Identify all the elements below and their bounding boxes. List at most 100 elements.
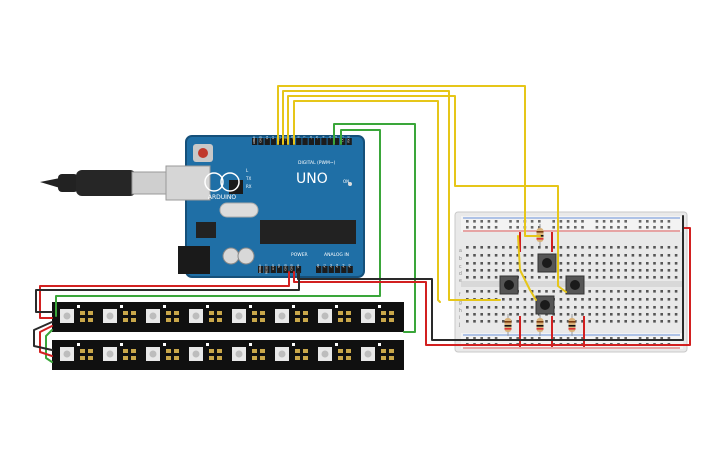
pin-socket[interactable] (315, 138, 321, 145)
pin-label: GND (290, 263, 294, 271)
pin-label: A5 (348, 264, 352, 268)
push-button-2[interactable] (499, 275, 519, 295)
resistor-2[interactable] (504, 314, 512, 336)
pin-label: 12 (271, 136, 275, 140)
pin-label: A1 (322, 264, 326, 268)
pin-label: GND (283, 263, 287, 271)
pin-socket[interactable] (308, 138, 314, 145)
pin-label: A0 (316, 264, 320, 268)
pin-socket[interactable] (289, 138, 296, 145)
wire-yellow-1 (277, 85, 541, 237)
pin-socket[interactable] (283, 266, 289, 273)
arduino-uno-board[interactable]: ARDUINO UNO L TX RX ON DIGITAL (PWM~) PO… (165, 135, 365, 278)
pin-socket[interactable] (276, 266, 283, 273)
svg-text:f: f (459, 292, 461, 298)
pin-socket[interactable] (283, 138, 289, 145)
pin-socket[interactable] (327, 138, 333, 145)
pin-label: A3 (335, 264, 339, 268)
wire-yellow-2 (282, 90, 501, 301)
push-button-1[interactable] (537, 253, 557, 273)
analog-label: ANALOG IN (324, 252, 349, 258)
wire-green-1 (333, 123, 416, 333)
pin-socket[interactable] (328, 266, 334, 273)
breadboard-red-jumpers (519, 232, 585, 347)
pin-socket[interactable] (322, 266, 328, 273)
svg-text:g: g (459, 300, 462, 306)
wire-red-2 (39, 325, 53, 357)
svg-text:i: i (459, 315, 460, 321)
pin-socket[interactable] (333, 138, 340, 145)
pin-socket[interactable] (270, 138, 277, 145)
wire-green-2 (55, 129, 381, 317)
pin-socket[interactable] (258, 266, 264, 273)
pin-socket[interactable] (334, 266, 341, 273)
pin-label: ~10 (284, 136, 288, 141)
pin-label: ~11 (277, 136, 281, 141)
led-on-label: ON (343, 179, 349, 184)
svg-text:a: a (459, 248, 462, 254)
breadboard-holes (466, 220, 678, 346)
pin-socket[interactable] (296, 138, 302, 145)
pin-socket[interactable] (258, 138, 264, 145)
resistor-4[interactable] (568, 314, 576, 336)
led-rx-label: RX (246, 184, 252, 189)
svg-text:d: d (459, 271, 462, 277)
wire-green-3 (45, 329, 53, 363)
pin-socket[interactable] (270, 266, 276, 273)
resistor-3[interactable] (536, 314, 544, 336)
led-strip-2[interactable] (52, 340, 404, 370)
pin-socket[interactable] (316, 266, 322, 273)
pin-label: 5V (277, 264, 281, 268)
pin-label: A2 (329, 264, 333, 268)
power-label: POWER (291, 252, 308, 258)
pin-label: 2 (334, 136, 338, 138)
wire-yellow-5 (517, 235, 537, 301)
wire-black-2 (35, 271, 300, 313)
pin-socket[interactable] (295, 266, 302, 273)
pin-socket[interactable] (346, 138, 352, 145)
pin-label: A4 (341, 264, 345, 268)
push-button-3[interactable] (565, 275, 585, 295)
pin-label: 3.3V (271, 264, 275, 270)
svg-text:j: j (458, 322, 460, 328)
pin-label: TX 1 (340, 136, 344, 143)
pin-socket[interactable] (340, 138, 346, 145)
wire-yellow-3 (287, 95, 567, 293)
push-button-4[interactable] (535, 295, 555, 315)
pin-socket[interactable] (289, 266, 295, 273)
pin-socket[interactable] (302, 138, 308, 145)
wire-red-1 (39, 271, 290, 319)
led-strip-1[interactable] (52, 302, 404, 332)
pin-socket[interactable] (321, 138, 327, 145)
svg-text:e: e (459, 278, 462, 284)
pin-label: ~3 (328, 136, 332, 140)
pin-label: RESET (264, 264, 268, 274)
wires (33, 85, 691, 363)
arduino-brand: ARDUINO (208, 194, 237, 201)
pin-socket[interactable] (264, 266, 270, 273)
wire-yellow-4 (293, 100, 441, 303)
pin-socket[interactable] (264, 138, 270, 145)
pin-label: 4 (321, 136, 325, 138)
svg-text:c: c (459, 264, 462, 270)
svg-text:b: b (459, 256, 462, 262)
pin-socket[interactable] (277, 138, 283, 145)
board-model: UNO (296, 171, 328, 187)
pin-label: RX 0 (347, 136, 351, 143)
led-l-label: L (246, 168, 249, 173)
pin-label: IOREF (258, 264, 262, 273)
wire-black-3 (33, 321, 53, 351)
pin-socket[interactable] (347, 266, 353, 273)
pin-label: 13 (265, 136, 269, 140)
pin-label: ~9 (290, 136, 294, 140)
pin-label: AREF (252, 136, 256, 144)
row-labels-left: a b c d e f g h i j (458, 248, 462, 328)
wire-red-3 (293, 227, 691, 346)
pin-socket[interactable] (341, 266, 347, 273)
pin-label: GND (258, 135, 262, 143)
pin-socket[interactable] (252, 138, 258, 145)
